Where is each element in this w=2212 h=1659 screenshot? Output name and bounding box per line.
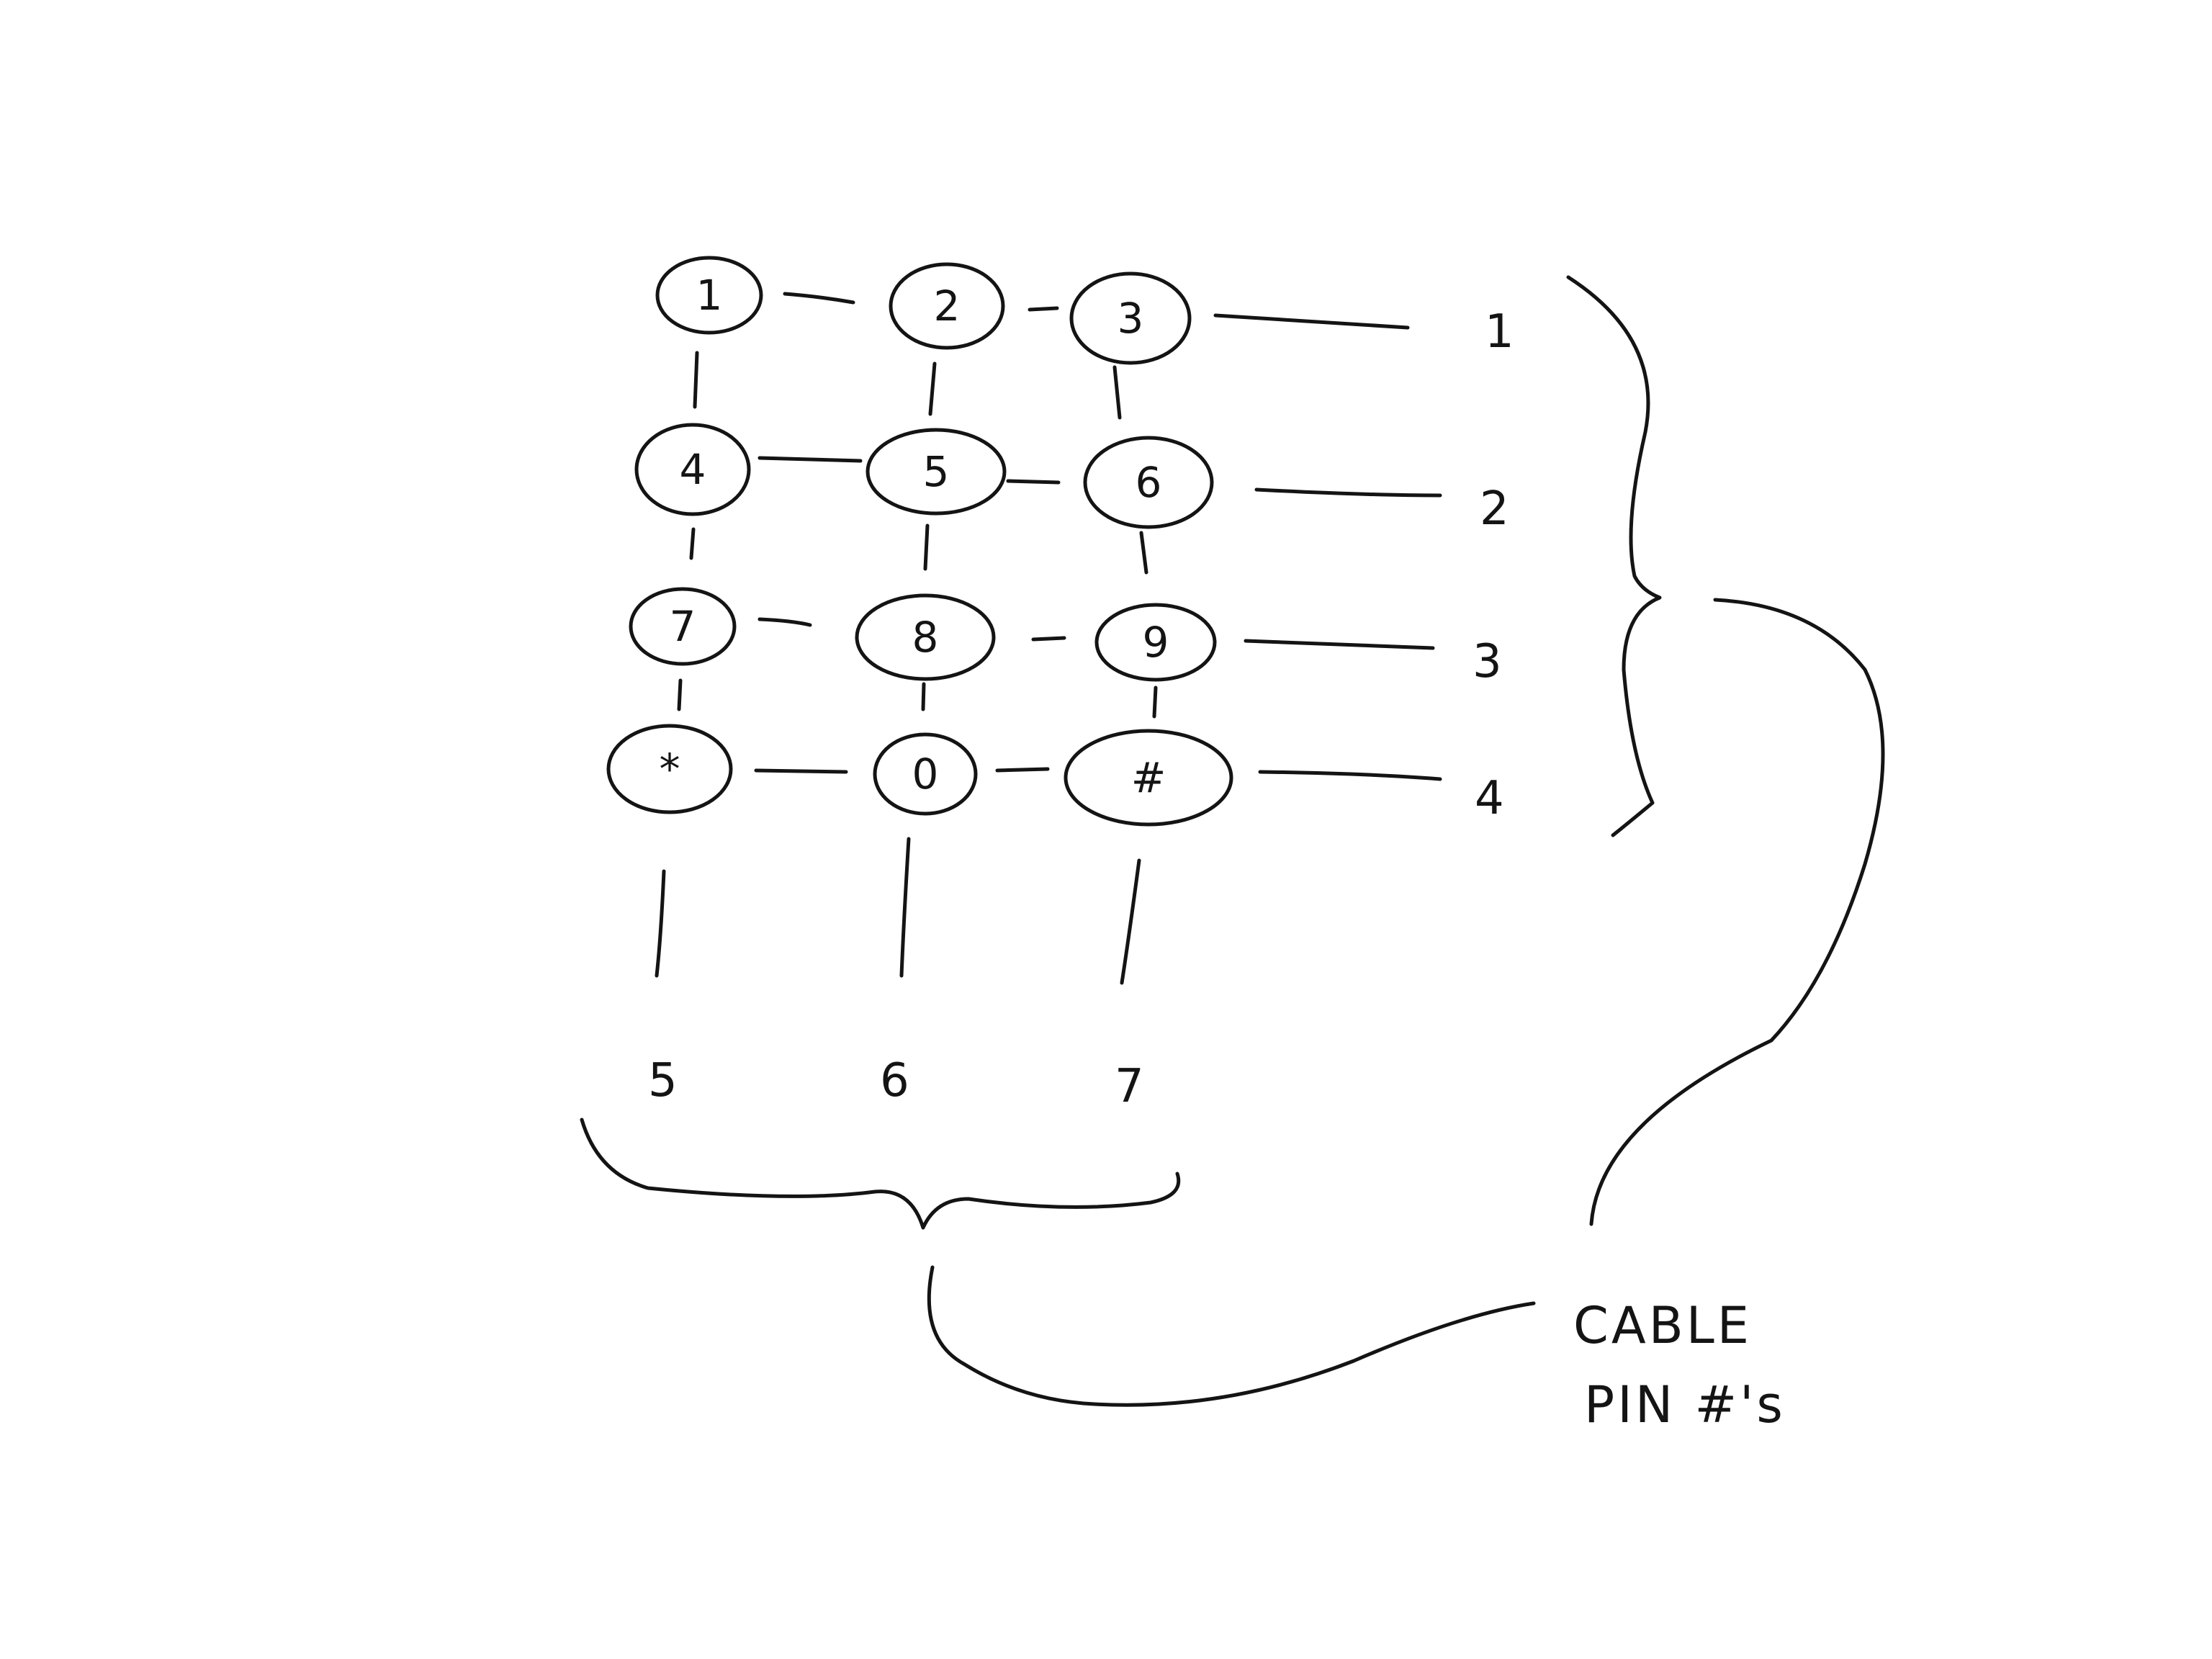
col-2-pin-lead xyxy=(899,837,911,978)
key-outline xyxy=(655,256,763,335)
row-3-link xyxy=(757,617,812,627)
key-label: 7 xyxy=(670,602,696,651)
col-1-link xyxy=(693,351,699,409)
col-3-link xyxy=(1112,365,1122,420)
row-pin-label: 3 xyxy=(1473,635,1502,688)
key-7: 7 xyxy=(629,587,737,666)
caption-line-2: PIN #'s xyxy=(1584,1375,1786,1434)
column-pin-label: 6 xyxy=(880,1054,909,1107)
row-pin-label: 2 xyxy=(1480,482,1509,536)
col-1-link xyxy=(677,678,683,711)
key-4: 4 xyxy=(634,423,751,516)
row-pin-label: 4 xyxy=(1475,772,1504,825)
col-2-link xyxy=(923,523,930,571)
row-2-link xyxy=(757,456,863,463)
key-label: 5 xyxy=(923,447,950,496)
key-2: 2 xyxy=(889,262,1005,350)
key-label: * xyxy=(660,745,680,793)
row-pin-labels: 1 2 3 4 xyxy=(1473,305,1514,825)
key-label: # xyxy=(1131,753,1166,802)
column-pin-label: 5 xyxy=(648,1054,678,1107)
key-outline xyxy=(1064,729,1233,827)
col-2-link xyxy=(921,682,926,711)
key-label: 2 xyxy=(934,282,961,331)
col-3-link xyxy=(1139,531,1148,575)
col-3-pin-lead xyxy=(1120,858,1141,985)
column-pin-label: 7 xyxy=(1115,1060,1144,1113)
column-pin-labels: 5 6 7 xyxy=(648,1054,1144,1113)
row-4-pin-lead xyxy=(1258,770,1442,781)
key-label: 4 xyxy=(680,445,706,494)
key-outline xyxy=(629,587,737,666)
key-label: 9 xyxy=(1143,618,1169,667)
row-4-link xyxy=(995,767,1050,773)
wiring-lines xyxy=(580,275,1885,1407)
key-star: * xyxy=(606,724,733,814)
col-1-link xyxy=(689,527,696,560)
key-label: 0 xyxy=(912,750,939,799)
key-0: 0 xyxy=(873,732,978,816)
row-1-link xyxy=(1028,306,1059,312)
key-outline xyxy=(1083,436,1214,529)
row-1-link xyxy=(783,292,855,305)
row-1-pin-lead xyxy=(1213,313,1410,330)
key-outline xyxy=(1069,271,1192,365)
row-2-pin-lead xyxy=(1254,487,1442,498)
row-2-link xyxy=(1006,479,1061,485)
caption-line-1: CABLE xyxy=(1573,1296,1752,1355)
key-outline xyxy=(606,724,733,814)
column-brace-leader xyxy=(927,1265,1536,1407)
key-outline xyxy=(866,428,1007,516)
key-outline xyxy=(634,423,751,516)
caption: CABLE PIN #'s xyxy=(1573,1296,1786,1434)
row-4-link xyxy=(754,768,848,774)
key-6: 6 xyxy=(1083,436,1214,529)
row-brace-leader xyxy=(1589,598,1885,1226)
col-1-pin-lead xyxy=(655,869,666,978)
key-3: 3 xyxy=(1069,271,1192,365)
key-outline xyxy=(1094,603,1217,682)
key-label: 8 xyxy=(912,613,939,662)
key-1: 1 xyxy=(655,256,763,335)
row-pin-label: 1 xyxy=(1485,305,1514,359)
key-label: 1 xyxy=(696,271,723,320)
key-hash: # xyxy=(1064,729,1233,827)
key-label: 3 xyxy=(1118,294,1144,343)
key-outline xyxy=(855,593,996,681)
keypad-keys: 1 2 3 4 5 6 7 8 9 * 0 # xyxy=(606,256,1233,827)
column-pins-brace xyxy=(580,1118,1181,1230)
key-8: 8 xyxy=(855,593,996,681)
row-3-link xyxy=(1031,636,1066,642)
key-outline xyxy=(873,732,978,816)
key-outline xyxy=(889,262,1005,350)
col-2-link xyxy=(928,361,937,416)
row-pins-brace xyxy=(1566,275,1662,837)
key-label: 6 xyxy=(1136,458,1162,507)
col-3-link xyxy=(1152,685,1158,719)
key-5: 5 xyxy=(866,428,1007,516)
row-3-pin-lead xyxy=(1244,639,1435,650)
key-9: 9 xyxy=(1094,603,1217,682)
